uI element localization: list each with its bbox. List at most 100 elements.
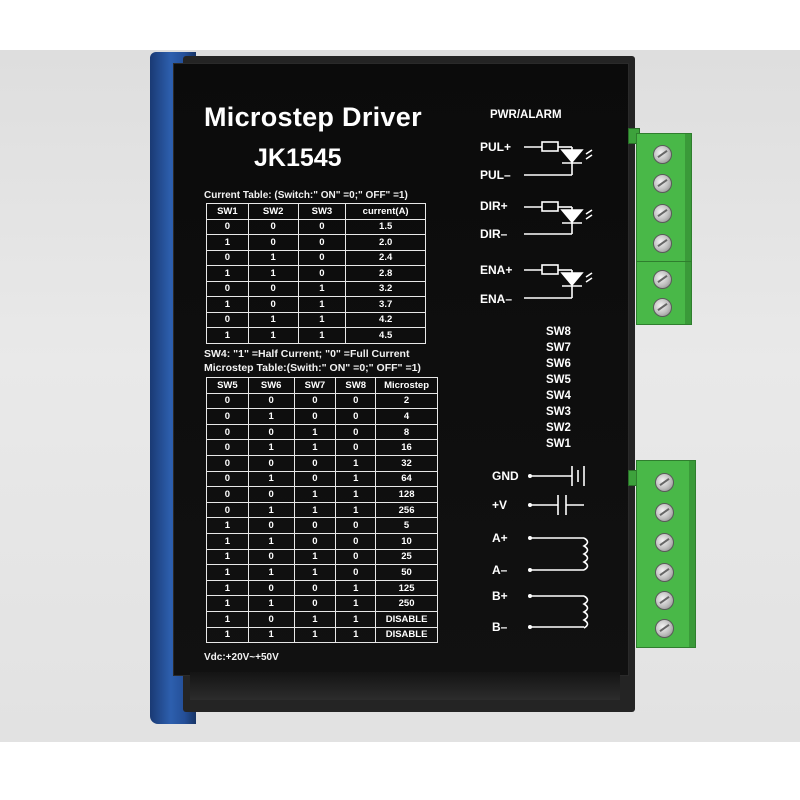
power-label-4: B+ <box>492 589 508 603</box>
table-cell: 10 <box>375 532 438 550</box>
table-cell: 0 <box>206 423 249 441</box>
table-cell: 3.7 <box>345 296 426 313</box>
screw-terminal-ena-minus[interactable] <box>653 298 672 317</box>
table-cell: 5 <box>375 517 438 534</box>
table-cell: 8 <box>375 423 438 441</box>
screw-terminal-dir-plus[interactable] <box>653 204 672 223</box>
table-cell: 1 <box>335 470 377 488</box>
table-cell: 0 <box>247 392 295 410</box>
column-header: SW6 <box>247 377 295 394</box>
table-cell: 0 <box>297 234 347 251</box>
power-label-2: A+ <box>492 531 508 545</box>
power-label-0: GND <box>492 469 519 483</box>
table-cell: 0 <box>247 486 295 503</box>
table-cell: 0 <box>293 517 337 534</box>
column-header: SW1 <box>206 203 249 220</box>
table-cell: 0 <box>247 234 299 251</box>
dip-switch-label-2: SW6 <box>546 358 571 370</box>
screw-terminal-b-plus[interactable] <box>655 591 674 610</box>
table-cell: 0 <box>206 439 249 456</box>
table-cell: 1 <box>297 327 347 344</box>
screw-terminal-b-minus[interactable] <box>655 619 674 638</box>
table-cell: 0 <box>206 486 249 503</box>
screw-terminal-pul-plus[interactable] <box>653 145 672 164</box>
table-cell: 0 <box>293 392 337 410</box>
signal-label-0: PUL+ <box>480 140 512 154</box>
dip-switch-label-3: SW5 <box>546 374 571 386</box>
table-cell: 1 <box>206 327 249 344</box>
table-cell: 1 <box>247 626 295 644</box>
power-label-3: A– <box>492 563 508 577</box>
screw-terminal-ena-plus[interactable] <box>653 270 672 289</box>
table-cell: 0 <box>247 280 299 297</box>
signal-label-4: ENA+ <box>480 263 513 277</box>
table-cell: 0 <box>247 517 295 534</box>
table-cell: 0 <box>335 392 377 410</box>
screw-terminal-dir-minus[interactable] <box>653 234 672 253</box>
column-header: SW5 <box>206 377 249 394</box>
table-cell: 0 <box>335 408 377 425</box>
table-cell: 1 <box>206 595 249 612</box>
table-cell: 1 <box>247 311 299 328</box>
table-cell: 128 <box>375 486 438 503</box>
screw-terminal-a-plus[interactable] <box>655 533 674 552</box>
pwr-alarm-label: PWR/ALARM <box>490 109 562 121</box>
screw-terminal-pul-minus[interactable] <box>653 174 672 193</box>
table-cell: 0 <box>293 408 337 425</box>
signal-label-5: ENA– <box>480 292 513 306</box>
table-cell: 0 <box>293 595 337 612</box>
table-cell: 1 <box>293 564 337 581</box>
table-cell: 1.5 <box>345 218 426 235</box>
signal-label-3: DIR– <box>480 227 508 241</box>
column-header: SW7 <box>293 377 337 394</box>
power-label-5: B– <box>492 620 508 634</box>
table-cell: 0 <box>293 579 337 597</box>
table-cell: 2 <box>375 392 438 410</box>
table-cell: 1 <box>335 595 377 612</box>
table-cell: 1 <box>293 548 337 566</box>
table-cell: DISABLE <box>375 626 438 644</box>
table-cell: 1 <box>206 548 249 566</box>
table-cell: 1 <box>335 454 377 472</box>
table-cell: 32 <box>375 454 438 472</box>
table-cell: 1 <box>206 234 249 251</box>
screw-terminal-a-minus[interactable] <box>655 563 674 582</box>
column-header: SW2 <box>247 203 299 220</box>
dip-switch-label-7: SW1 <box>546 438 571 450</box>
enable-terminal-block <box>636 261 692 325</box>
table-cell: 0 <box>335 517 377 534</box>
dip-switch-label-4: SW4 <box>546 390 571 402</box>
table-cell: 1 <box>247 408 295 425</box>
screw-terminal-vplus[interactable] <box>655 503 674 522</box>
signal-terminal-block <box>636 133 692 262</box>
table-cell: 1 <box>206 296 249 313</box>
screw-terminal-gnd[interactable] <box>655 473 674 492</box>
table-cell: 0 <box>247 296 299 313</box>
table-cell: 0 <box>247 218 299 235</box>
table-cell: 0 <box>297 249 347 266</box>
table-cell: 0 <box>247 548 295 566</box>
table-cell: DISABLE <box>375 610 438 628</box>
table-cell: 4.5 <box>345 327 426 344</box>
table-cell: 0 <box>206 249 249 266</box>
table-cell: 1 <box>206 610 249 628</box>
device-model: JK1545 <box>254 144 342 172</box>
column-header: SW3 <box>297 203 347 220</box>
table-cell: 1 <box>247 564 295 581</box>
driver-front-panel: Microstep Driver JK1545 Current Table: (… <box>173 63 629 676</box>
table-cell: 1 <box>206 626 249 644</box>
dip-switch-label-6: SW2 <box>546 422 571 434</box>
table-cell: 1 <box>297 311 347 328</box>
table-cell: 1 <box>206 579 249 597</box>
